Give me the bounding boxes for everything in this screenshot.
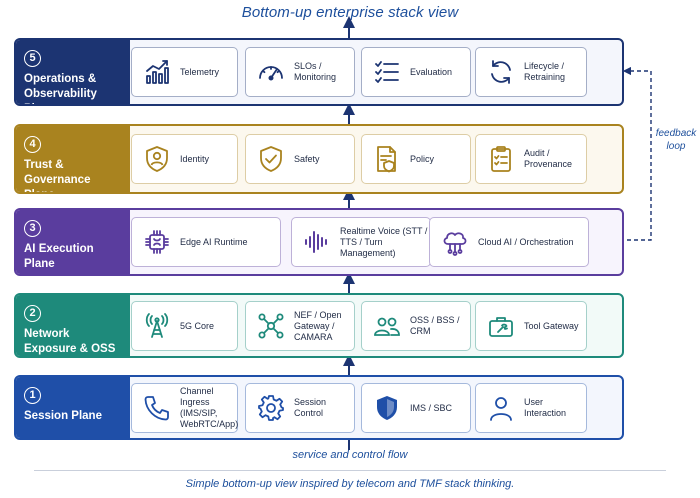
component-card: Lifecycle / Retraining [475,47,587,97]
network-icon [256,311,286,341]
component-label: Telemetry [180,66,220,77]
component-label: Tool Gateway [524,320,579,331]
component-card: Session Control [245,383,355,433]
component-label: Lifecycle / Retraining [524,61,566,82]
toolbox-icon [486,311,516,341]
divider [34,470,666,471]
component-label: NEF / Open Gateway / CAMARA [294,309,342,342]
component-card: Telemetry [131,47,238,97]
component-label: Realtime Voice (STT / TTS / Turn Managem… [340,225,428,258]
component-card: Audit / Provenance [475,134,587,184]
component-card: Edge AI Runtime [131,217,281,267]
component-card: Realtime Voice (STT / TTS / Turn Managem… [291,217,431,267]
component-label: Audit / Provenance [524,148,573,169]
clipboard-icon [486,144,516,174]
plane-name: AI Execution Plane [24,242,94,270]
component-label: Session Control [294,397,327,418]
component-label: Safety [294,153,320,164]
component-card: Channel Ingress (IMS/SIP, WebRTC/App) [131,383,238,433]
component-label: IMS / SBC [410,402,453,413]
feedback-loop-label: feedback loop [655,128,697,152]
component-label: Cloud AI / Orchestration [478,236,574,247]
antenna-icon [142,311,172,341]
plane-name: Session Plane [24,409,102,422]
component-label: Evaluation [410,66,453,77]
component-label: Edge AI Runtime [180,236,248,247]
component-label: Identity [180,153,210,164]
component-card: SLOs / Monitoring [245,47,355,97]
waveform-icon [302,227,332,257]
plane-number-badge: 2 [24,304,41,322]
component-card: User Interaction [475,383,587,433]
identity-shield-icon [142,144,172,174]
chip-icon [142,227,172,257]
checklist-icon [372,57,402,87]
flow-label: service and control flow [292,449,408,461]
users-icon [372,311,402,341]
gear-icon [256,393,286,423]
cycle-icon [486,57,516,87]
component-card: 5G Core [131,301,238,351]
component-card: Policy [361,134,471,184]
user-icon [486,393,516,423]
plane-number-badge: 3 [24,219,41,237]
feedback-loop-arrow [622,66,652,241]
component-label: OSS / BSS / CRM [410,315,460,336]
component-card: OSS / BSS / CRM [361,301,471,351]
component-card: IMS / SBC [361,383,471,433]
plane-name: Operations & Observability Plane [24,72,97,105]
component-card: NEF / Open Gateway / CAMARA [245,301,355,351]
plane-number-badge: 4 [24,135,41,153]
policy-doc-icon [372,144,402,174]
component-card: Evaluation [361,47,471,97]
component-card: Cloud AI / Orchestration [429,217,589,267]
phone-icon [142,393,172,423]
safety-shield-icon [256,144,286,174]
gauge-icon [256,57,286,87]
plane-number-badge: 5 [24,49,41,67]
caption: Simple bottom-up view inspired by teleco… [185,478,515,490]
component-label: User Interaction [524,397,567,418]
telemetry-icon [142,57,172,87]
component-label: Policy [410,153,435,164]
plane-3: 3 AI Execution Plane Edge AI Runtime Realti… [14,208,624,276]
component-label: Channel Ingress (IMS/SIP, WebRTC/App) [180,386,239,429]
shield-icon [372,393,402,423]
component-label: 5G Core [180,320,215,331]
cloud-icon [440,227,470,257]
component-card: Safety [245,134,355,184]
plane-label: 3 AI Execution Plane [16,210,130,274]
plane-number-badge: 1 [24,386,41,404]
plane-name: Network Exposure & OSS Plane [24,327,116,355]
page-title: Bottom-up enterprise stack view [241,4,459,21]
plane-name: Trust & Governance Plane [24,158,91,193]
component-card: Identity [131,134,238,184]
component-label: SLOs / Monitoring [294,61,337,82]
component-card: Tool Gateway [475,301,587,351]
